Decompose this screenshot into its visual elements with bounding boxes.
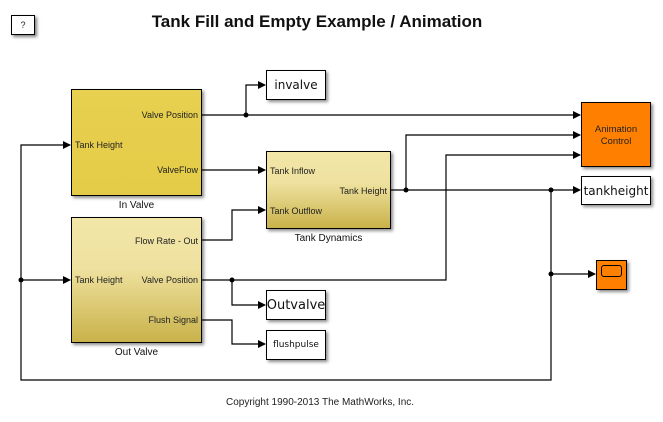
out-valve-output-flush-signal: Flush Signal	[148, 315, 198, 325]
branch-point	[548, 187, 554, 193]
outvalve-sink-label: Outvalve	[266, 297, 326, 313]
copyright-text: Copyright 1990-2013 The MathWorks, Inc.	[225, 397, 415, 408]
in-valve-input-tank-height: Tank Height	[75, 140, 123, 150]
in-valve-output-valveflow: ValveFlow	[157, 165, 198, 175]
flushpulse-sink[interactable]: flushpulse	[266, 330, 326, 360]
animation-control-label-line2: Control	[600, 136, 632, 147]
outvalve-sink[interactable]: Outvalve	[266, 290, 326, 320]
out-valve-block[interactable]: Tank Height Flow Rate - Out Valve Positi…	[71, 217, 202, 343]
branch-point	[243, 112, 249, 118]
line-flush-to-flushpulse[interactable]	[202, 319, 266, 348]
tank-dynamics-label: Tank Dynamics	[294, 233, 363, 244]
scope-icon	[601, 265, 622, 277]
branch-point	[403, 187, 409, 193]
tank-dynamics-block[interactable]: Tank Inflow Tank Outflow Tank Height	[266, 151, 391, 229]
tank-dynamics-input-outflow: Tank Outflow	[270, 206, 323, 216]
in-valve-block[interactable]: Tank Height Valve Position ValveFlow	[71, 89, 202, 196]
line-outvalve-position-to-animation[interactable]	[202, 151, 581, 281]
invalve-sink-label: invalve	[274, 78, 318, 92]
scope-block[interactable]	[596, 260, 627, 290]
branch-point	[229, 277, 235, 283]
tank-dynamics-output-height: Tank Height	[339, 186, 387, 196]
diagram-title: Tank Fill and Empty Example / Animation	[151, 12, 483, 31]
line-tank-height-to-animation[interactable]	[405, 131, 581, 190]
in-valve-output-valve-position: Valve Position	[141, 110, 198, 120]
line-branch-to-invalve[interactable]	[245, 81, 266, 115]
flushpulse-sink-label: flushpulse	[273, 340, 319, 350]
line-tank-height-feedback[interactable]	[20, 141, 552, 381]
tankheight-sink-label: tankheight	[583, 183, 649, 198]
tankheight-sink[interactable]: tankheight	[581, 176, 651, 205]
out-valve-output-flow-rate: Flow Rate - Out	[134, 236, 198, 246]
out-valve-input-tank-height: Tank Height	[75, 275, 123, 285]
out-valve-label: Out Valve	[114, 347, 159, 358]
line-flowrate-to-tank-outflow[interactable]	[202, 206, 266, 241]
line-branch-to-outvalve[interactable]	[231, 280, 266, 309]
invalve-sink[interactable]: invalve	[266, 70, 326, 100]
out-valve-output-valve-position: Valve Position	[141, 275, 198, 285]
branch-point	[548, 271, 554, 277]
help-button[interactable]: ?	[11, 15, 35, 35]
branch-point	[18, 277, 24, 283]
in-valve-label: In Valve	[118, 200, 155, 211]
animation-control-block[interactable]: Animation Control	[581, 102, 651, 167]
tank-dynamics-input-inflow: Tank Inflow	[270, 166, 316, 176]
animation-control-label-line1: Animation	[594, 124, 638, 135]
